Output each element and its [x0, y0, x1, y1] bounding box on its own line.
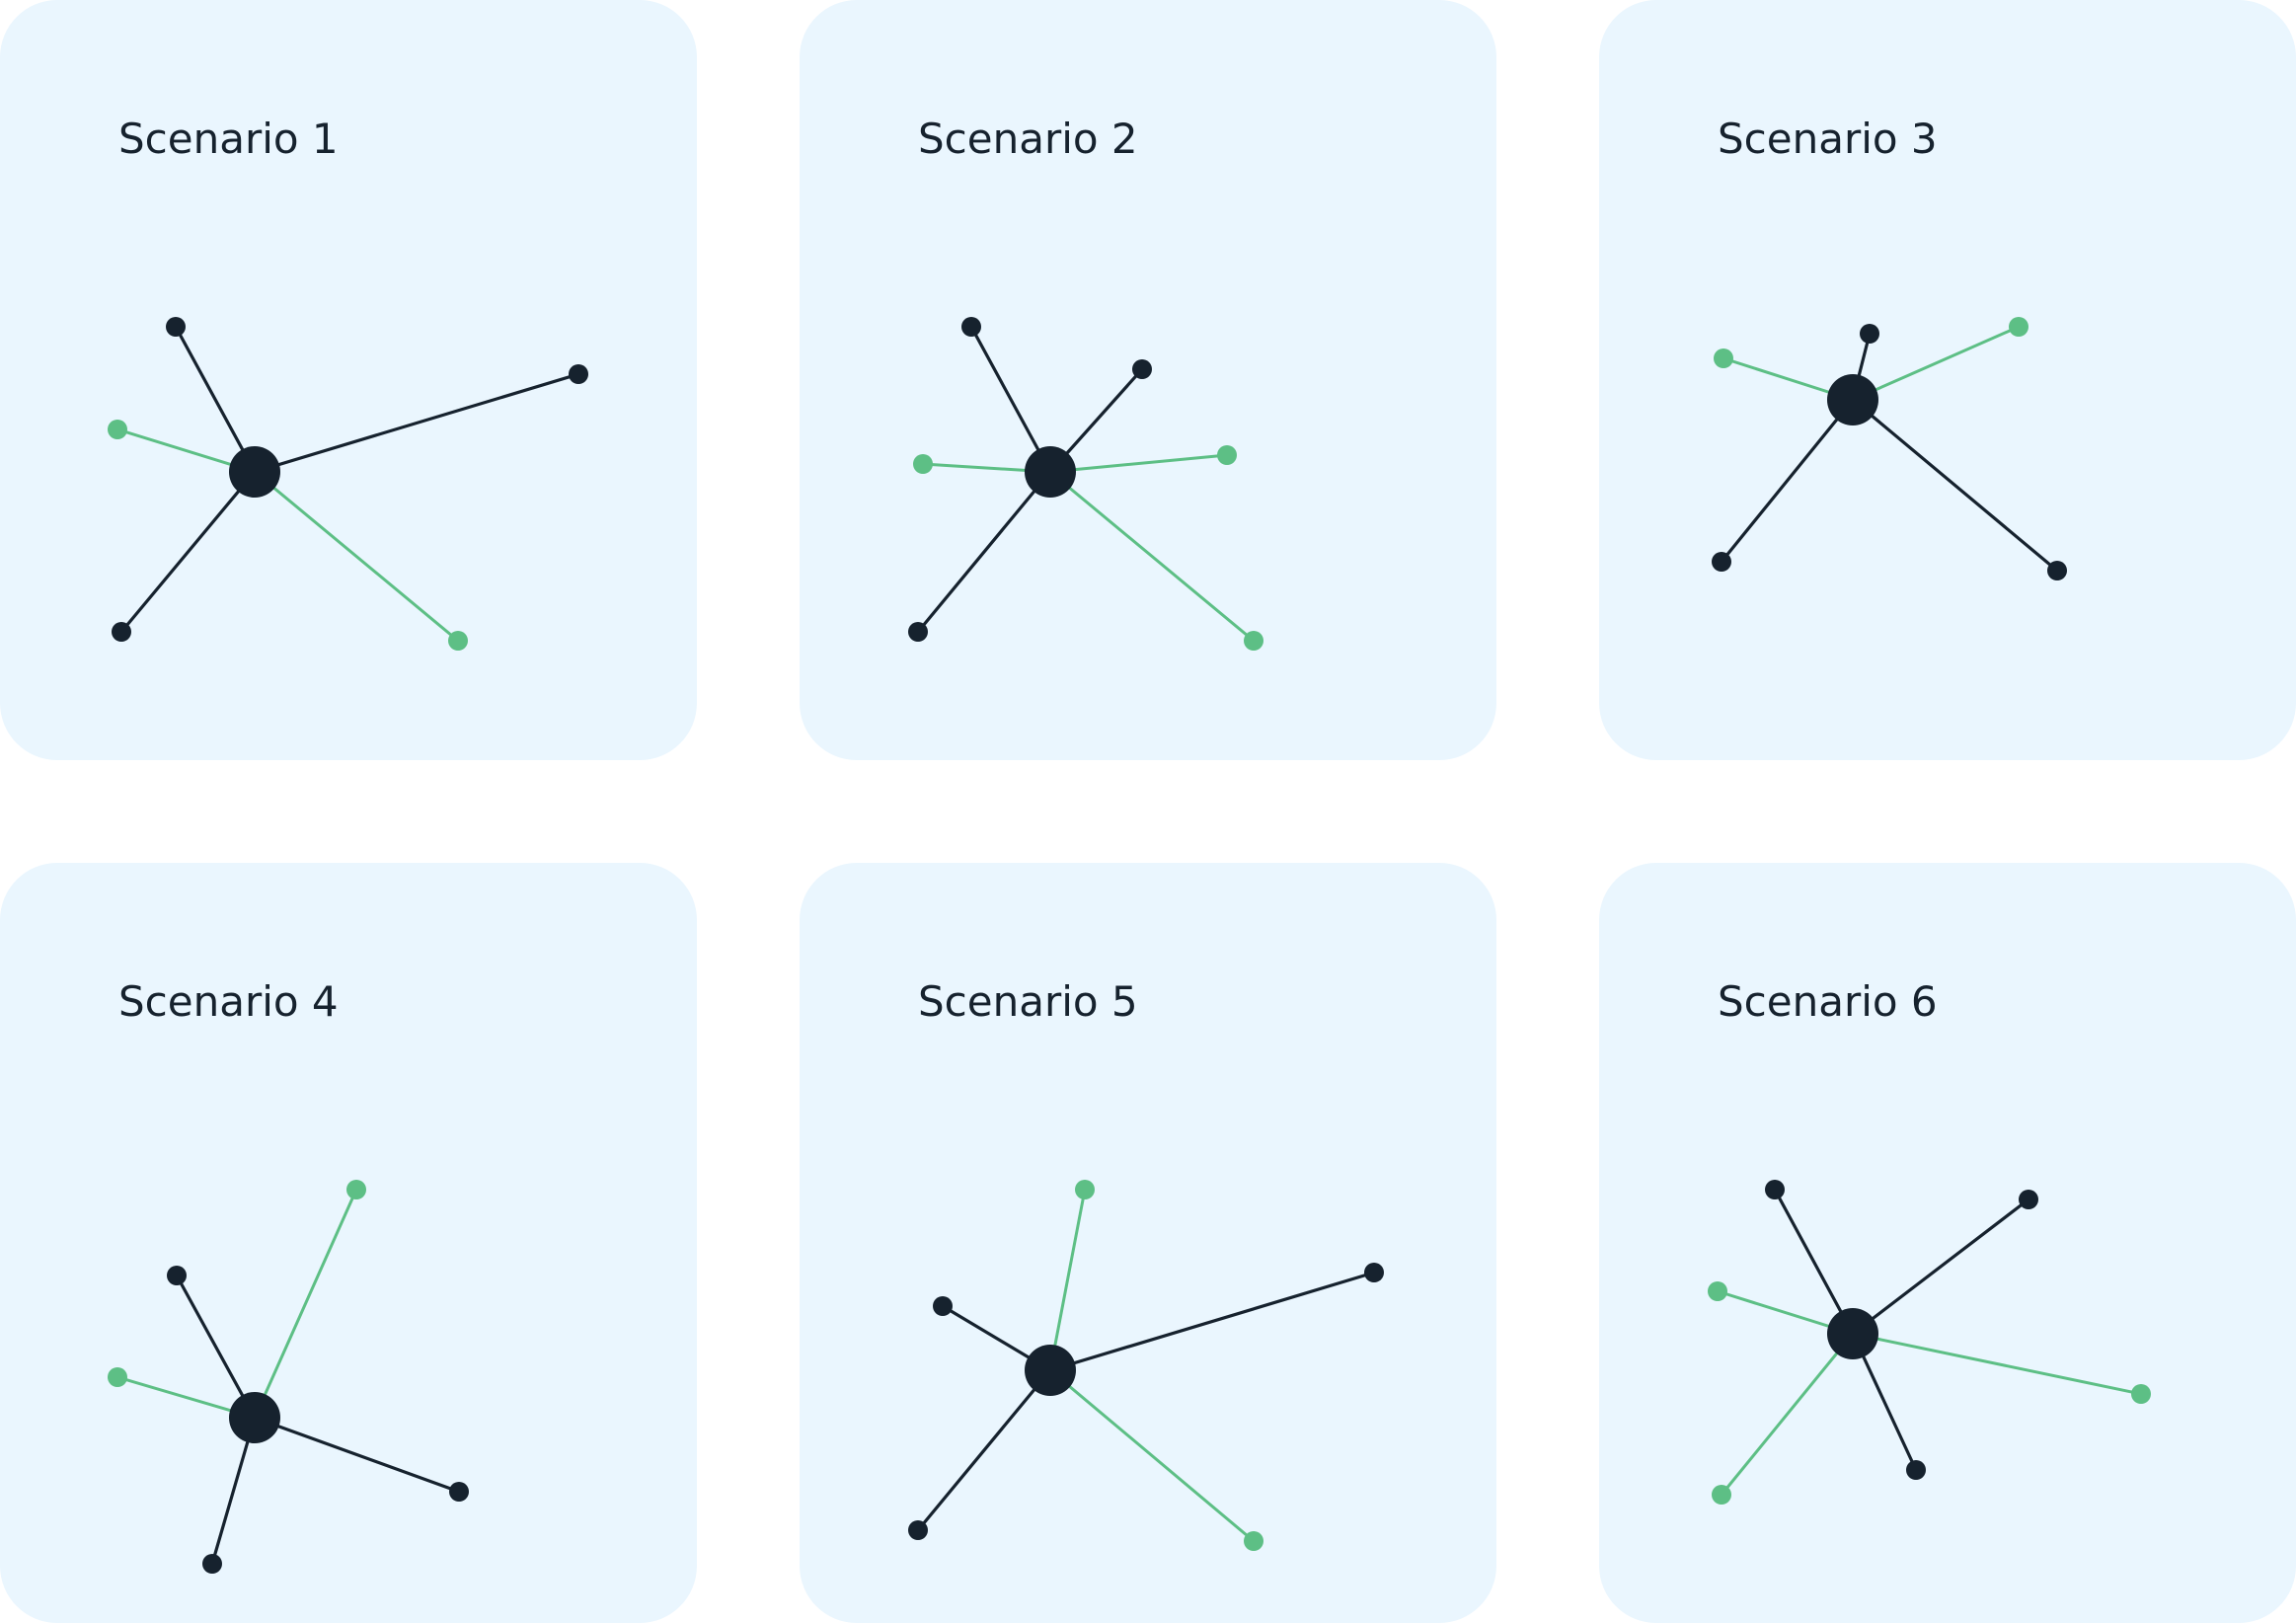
- edge-green: [1048, 1188, 1087, 1372]
- edge-dark: [969, 325, 1052, 474]
- edge-dark: [1851, 398, 2059, 573]
- edge-green: [1048, 1368, 1256, 1543]
- edge-dark: [175, 1274, 257, 1420]
- node-dark: [1132, 359, 1152, 379]
- node-green: [1708, 1281, 1727, 1301]
- network-diagram: [108, 317, 588, 651]
- network-diagram: [1712, 317, 2067, 580]
- node-dark: [961, 317, 981, 337]
- node-green: [448, 631, 468, 651]
- node-dark: [1364, 1263, 1384, 1282]
- node-dark: [933, 1296, 953, 1316]
- node-green: [2131, 1384, 2151, 1404]
- scenario-title: Scenario 5: [918, 977, 1138, 1026]
- node-green: [108, 420, 127, 439]
- node-green: [1217, 445, 1237, 465]
- node-green: [2009, 317, 2028, 337]
- scenario-title: Scenario 4: [118, 977, 339, 1026]
- scenario-panel-3: Scenario 3: [1599, 0, 2296, 760]
- node-green: [346, 1180, 366, 1199]
- hub-node: [229, 446, 280, 498]
- node-dark: [449, 1482, 469, 1502]
- edge-dark: [1851, 1198, 2030, 1336]
- network-diagram: [1708, 1180, 2151, 1505]
- edge-dark: [916, 470, 1052, 634]
- scenario-title: Scenario 1: [118, 115, 339, 163]
- scenario-panel-6: Scenario 6: [1599, 863, 2296, 1623]
- scenario-title: Scenario 2: [918, 115, 1138, 163]
- hub-node: [229, 1392, 280, 1443]
- hub-node: [1025, 1345, 1076, 1396]
- scenario-panel-1: Scenario 1: [0, 0, 697, 760]
- node-dark: [166, 317, 186, 337]
- edge-green: [1048, 470, 1256, 643]
- node-dark: [908, 1520, 928, 1540]
- network-diagram: [908, 1180, 1384, 1551]
- node-dark: [1765, 1180, 1785, 1199]
- edge-dark: [1048, 1271, 1376, 1372]
- edge-dark: [119, 470, 257, 634]
- node-dark: [2019, 1190, 2038, 1209]
- edge-green: [1851, 325, 2021, 402]
- edge-dark: [916, 1368, 1052, 1532]
- scenario-panel-4: Scenario 4: [0, 863, 697, 1623]
- node-dark: [167, 1266, 187, 1285]
- node-green: [1244, 1531, 1263, 1551]
- hub-node: [1827, 374, 1878, 425]
- hub-node: [1025, 446, 1076, 498]
- edge-dark: [253, 1416, 461, 1494]
- network-diagram: [108, 1180, 469, 1574]
- edge-dark: [1773, 1188, 1855, 1336]
- edge-green: [1851, 1332, 2143, 1396]
- network-diagram: [908, 317, 1263, 651]
- node-dark: [1860, 324, 1879, 344]
- scenario-title: Scenario 3: [1718, 115, 1938, 163]
- node-dark: [1712, 552, 1731, 572]
- node-green: [1714, 348, 1733, 368]
- edge-green: [253, 1188, 358, 1420]
- edge-dark: [174, 325, 257, 474]
- edge-green: [1048, 453, 1229, 474]
- node-dark: [2047, 561, 2067, 580]
- node-green: [1244, 631, 1263, 651]
- node-green: [108, 1367, 127, 1387]
- edge-green: [1720, 1332, 1855, 1497]
- edge-dark: [1720, 398, 1855, 564]
- node-green: [1712, 1485, 1731, 1505]
- edge-green: [253, 470, 460, 643]
- node-dark: [569, 364, 588, 384]
- node-green: [913, 454, 933, 474]
- edge-dark: [253, 372, 580, 474]
- scenario-panel-2: Scenario 2: [800, 0, 1496, 760]
- hub-node: [1827, 1308, 1878, 1359]
- scenario-title: Scenario 6: [1718, 977, 1938, 1026]
- node-dark: [908, 622, 928, 642]
- scenario-panel-5: Scenario 5: [800, 863, 1496, 1623]
- node-dark: [202, 1554, 222, 1574]
- node-green: [1075, 1180, 1095, 1199]
- node-dark: [1906, 1460, 1926, 1480]
- node-dark: [112, 622, 131, 642]
